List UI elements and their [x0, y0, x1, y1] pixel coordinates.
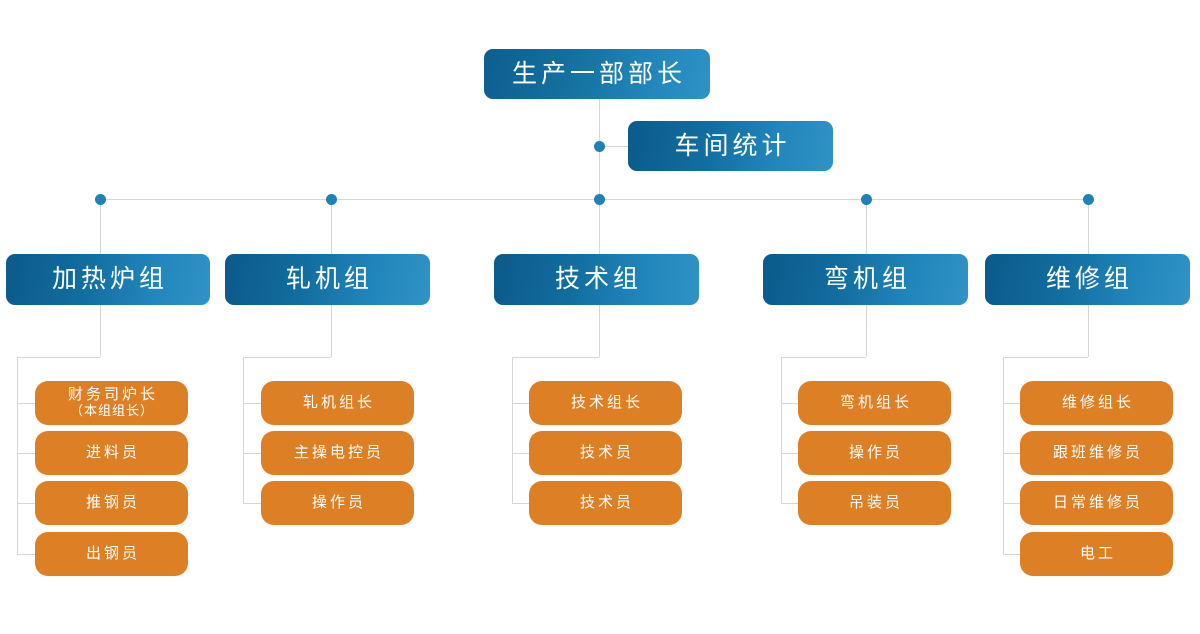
node-role-0-2: 推钢员: [35, 481, 188, 525]
node-role-4-3: 电工: [1020, 532, 1173, 576]
node-role-4-0: 维修组长: [1020, 381, 1173, 425]
node-role-3-1: 操作员: [798, 431, 951, 475]
role-label-wrap: 财务司炉长（本组组长）: [65, 386, 158, 419]
group-child-drop-line: [100, 305, 101, 357]
group-drop-line: [331, 199, 332, 254]
node-role-1-2: 操作员: [261, 481, 414, 525]
group-drop-line: [599, 199, 600, 254]
connector-dot: [593, 140, 605, 152]
node-group-0: 加热炉组: [6, 254, 210, 305]
group-drop-line: [100, 199, 101, 254]
node-group-3: 弯机组: [763, 254, 968, 305]
group-child-stub-line: [243, 503, 261, 504]
group-child-drop-line: [599, 305, 600, 357]
node-role-0-0: 财务司炉长（本组组长）: [35, 381, 188, 425]
group-child-stub-line: [1003, 453, 1020, 454]
node-role-1-1: 主操电控员: [261, 431, 414, 475]
connector-dot: [860, 193, 872, 205]
group-child-drop-line: [331, 305, 332, 357]
node-role-4-2: 日常维修员: [1020, 481, 1173, 525]
group-child-elbow-line: [781, 357, 866, 358]
connector-dot: [1082, 193, 1094, 205]
group-child-stub-line: [781, 403, 798, 404]
node-role-2-0: 技术组长: [529, 381, 682, 425]
group-child-stub-line: [243, 403, 261, 404]
group-child-stub-line: [17, 403, 35, 404]
node-role-2-2: 技术员: [529, 481, 682, 525]
group-child-spine-line: [512, 357, 513, 503]
node-group-2: 技术组: [494, 254, 699, 305]
staff-branch-line: [599, 146, 628, 147]
group-drop-line: [866, 199, 867, 254]
node-role-1-0: 轧机组长: [261, 381, 414, 425]
node-root-production-director: 生产一部部长: [484, 49, 710, 99]
node-role-3-2: 吊装员: [798, 481, 951, 525]
node-role-2-1: 技术员: [529, 431, 682, 475]
group-child-spine-line: [1003, 357, 1004, 554]
group-child-stub-line: [781, 453, 798, 454]
group-child-stub-line: [17, 503, 35, 504]
group-child-spine-line: [243, 357, 244, 503]
group-child-elbow-line: [243, 357, 331, 358]
group-child-stub-line: [1003, 503, 1020, 504]
group-child-stub-line: [243, 453, 261, 454]
role-sublabel: （本组组长）: [69, 403, 154, 419]
group-child-stub-line: [781, 503, 798, 504]
node-role-4-1: 跟班维修员: [1020, 431, 1173, 475]
connector-dot: [94, 193, 106, 205]
group-child-stub-line: [1003, 403, 1020, 404]
group-child-elbow-line: [1003, 357, 1088, 358]
group-child-stub-line: [17, 453, 35, 454]
node-role-0-1: 进料员: [35, 431, 188, 475]
node-group-1: 轧机组: [225, 254, 430, 305]
group-child-spine-line: [17, 357, 18, 554]
group-child-elbow-line: [17, 357, 100, 358]
trunk-line: [599, 99, 600, 254]
node-role-3-0: 弯机组长: [798, 381, 951, 425]
group-child-spine-line: [781, 357, 782, 503]
group-child-stub-line: [1003, 554, 1020, 555]
connector-dot: [593, 193, 605, 205]
group-child-elbow-line: [512, 357, 599, 358]
group-child-stub-line: [512, 403, 529, 404]
group-child-stub-line: [512, 453, 529, 454]
connector-dot: [325, 193, 337, 205]
node-workshop-statistics: 车间统计: [628, 121, 833, 171]
role-label: 财务司炉长: [67, 385, 158, 404]
group-child-stub-line: [17, 554, 35, 555]
node-group-4: 维修组: [985, 254, 1190, 305]
group-drop-line: [1088, 199, 1089, 254]
group-child-stub-line: [512, 503, 529, 504]
node-role-0-3: 出钢员: [35, 532, 188, 576]
group-child-drop-line: [1088, 305, 1089, 357]
group-child-drop-line: [866, 305, 867, 357]
